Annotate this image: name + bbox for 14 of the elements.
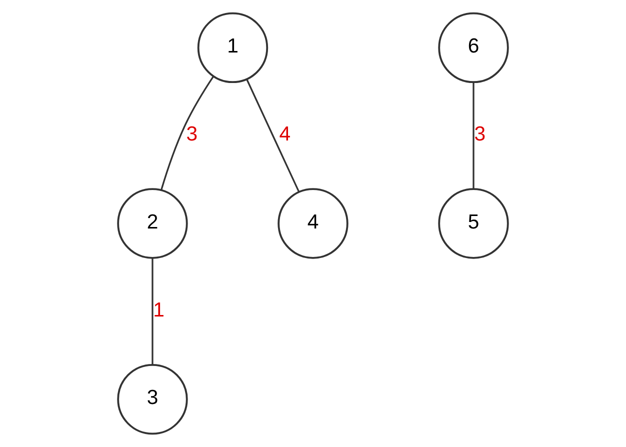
node-circle: 6	[438, 12, 509, 84]
node-circle: 4	[278, 188, 348, 259]
node-circle: 1	[197, 12, 268, 84]
connector	[246, 78, 300, 192]
node-circle: 3	[117, 364, 188, 435]
edge-label: 3	[474, 123, 486, 146]
connector	[152, 258, 154, 365]
edge-label: 4	[279, 123, 291, 146]
node-circle: 2	[117, 188, 188, 259]
connector	[160, 76, 214, 190]
edge-label: 3	[186, 123, 198, 146]
connector	[472, 82, 474, 189]
edge-label: 1	[153, 299, 165, 322]
node-circle: 5	[438, 188, 509, 259]
